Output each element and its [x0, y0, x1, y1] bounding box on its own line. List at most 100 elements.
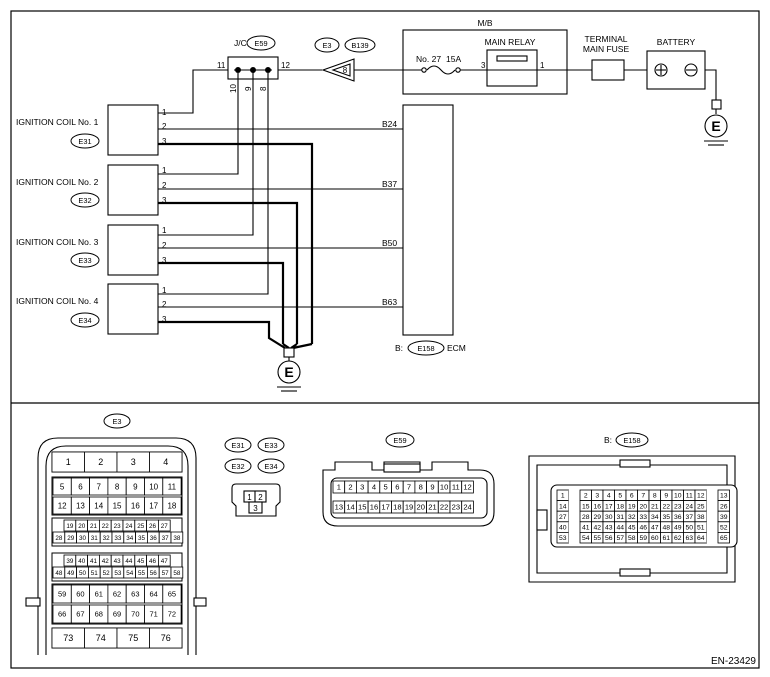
ignition-coil-4: IGNITION COIL No. 4 E34 1 2 3 — [16, 283, 167, 335]
fuse-terminal — [455, 67, 461, 73]
e3-pin-label: 26 — [149, 523, 157, 530]
ecm-code-oval — [407, 340, 445, 356]
pin-block — [51, 476, 183, 516]
e158-pin-label: 37 — [685, 514, 693, 521]
e3-pin-label: 56 — [150, 570, 158, 577]
e158-pin-label: 53 — [559, 535, 567, 542]
e59-pin-label: 7 — [407, 483, 411, 492]
e3-pin-label: 25 — [137, 523, 145, 530]
e3-pin-label: 20 — [78, 523, 86, 530]
e59-code-oval — [385, 432, 415, 448]
e3-pin-label: 15 — [113, 501, 122, 510]
coil-3-code: E33 — [78, 256, 91, 265]
ecm-pin-b50: B50 — [382, 238, 397, 248]
e158-pin-label: 2 — [584, 493, 588, 500]
e3-code: E3 — [322, 41, 331, 50]
e3-pin-label: 55 — [138, 570, 146, 577]
e59-pin-label: 4 — [372, 483, 376, 492]
fuse-no: No. 27 — [416, 54, 441, 64]
e59-pin-label: 23 — [452, 503, 460, 512]
e158-pin-label: 51 — [697, 525, 705, 532]
e158-pin-cell — [706, 521, 718, 533]
e158-pin-label: 12 — [697, 493, 705, 500]
e158-pin-label: 19 — [628, 503, 636, 510]
jc-pin-12: 12 — [281, 61, 290, 70]
e158-pin-label: 34 — [651, 514, 659, 521]
e3-pin-label: 68 — [95, 610, 103, 619]
e3-pin-label: 52 — [103, 570, 111, 577]
coil-3-pin-2: 2 — [162, 241, 167, 250]
e158-pin-cell — [568, 532, 580, 543]
e59-pin-label: 18 — [393, 503, 401, 512]
e3-pin: 8 — [343, 66, 348, 75]
ground-converge — [282, 342, 313, 350]
e59-pin-label: 24 — [463, 503, 471, 512]
e158-pin-label: 30 — [605, 514, 613, 521]
e158-pin-label: 11 — [686, 493, 693, 500]
jc-pin-8: 8 — [259, 86, 268, 91]
jc-code: E59 — [254, 39, 267, 48]
e158-pin-label: 42 — [593, 525, 601, 532]
e3-pin-cell — [162, 584, 182, 604]
coil-4-pin-1: 1 — [162, 286, 167, 295]
e158-pin-label: 6 — [630, 493, 634, 500]
e3-pin-cell — [157, 519, 171, 532]
coil-1-pin-3: 3 — [162, 137, 167, 146]
coil-1-label: IGNITION COIL No. 1 — [16, 117, 99, 127]
e158-pin-label: 43 — [605, 525, 613, 532]
e158-pin-label: 32 — [628, 514, 636, 521]
e158-pin-label: 58 — [628, 535, 636, 542]
e158-pin-label: 38 — [697, 514, 705, 521]
e3-pin-label: 64 — [149, 590, 157, 599]
e158-pin-label: 65 — [720, 535, 728, 542]
e3-pin-label: 43 — [114, 558, 122, 565]
e3-pin-label: 17 — [149, 501, 158, 510]
wire-battery-ground — [705, 69, 717, 100]
e59-inner — [330, 477, 488, 519]
e3-pin-label: 2 — [98, 457, 103, 467]
e3-pin-label: 16 — [131, 501, 140, 510]
e3-pin-label: 51 — [91, 570, 99, 577]
ground-label-coils: E — [284, 364, 293, 380]
ignition-coil-1: IGNITION COIL No. 1 E31 1 2 3 — [16, 104, 167, 156]
main-box — [402, 29, 568, 95]
e3-pin-label: 30 — [79, 535, 87, 542]
relay-pin-1: 1 — [540, 61, 545, 70]
coil-conn-pin-1: 1 — [247, 493, 252, 502]
jc-pin-11: 11 — [217, 61, 226, 70]
coil-conn-code-e33 — [257, 437, 285, 453]
e3-pin-label: 75 — [128, 633, 138, 643]
e158-pin-label: 55 — [593, 535, 601, 542]
wire-coil1-ground — [158, 142, 314, 344]
coil-conn-pin-3: 3 — [253, 504, 258, 513]
e3-pin-label: 24 — [125, 523, 133, 530]
e3-pin-label: 74 — [96, 633, 106, 643]
jc-node — [265, 67, 271, 73]
e59-pin-label: 2 — [348, 483, 352, 492]
e158-pin-label: 46 — [639, 525, 647, 532]
e3-pin-label: 35 — [138, 535, 146, 542]
e59-pin-cell — [461, 480, 474, 494]
wire-coil4-ground — [158, 320, 286, 349]
coil-3-pin-1: 1 — [162, 226, 167, 235]
wire-jc-to-coil2 — [158, 73, 239, 175]
e158-pin-cell — [706, 532, 718, 543]
e59-pin-label: 6 — [395, 483, 399, 492]
coil-1-box — [107, 104, 159, 156]
e158-pin-label: 17 — [605, 503, 613, 510]
e158-pin-cell — [706, 500, 718, 512]
e158-pin-cell — [706, 511, 718, 522]
e158-pin-label: 23 — [674, 503, 682, 510]
ground-symbol-battery — [704, 114, 728, 138]
e59-code: E59 — [393, 436, 406, 445]
e158-pin-label: 13 — [720, 493, 728, 500]
wire-coil2-ground — [158, 201, 299, 344]
e158-code-oval — [615, 432, 649, 448]
e3-pin-cell — [162, 604, 182, 624]
e158-pin-label: 24 — [685, 503, 693, 510]
e158-pin-label: 28 — [582, 514, 590, 521]
e158-pin-label: 59 — [639, 535, 647, 542]
e59-pin-label: 11 — [452, 483, 460, 492]
e158-pin-label: 25 — [697, 503, 705, 510]
